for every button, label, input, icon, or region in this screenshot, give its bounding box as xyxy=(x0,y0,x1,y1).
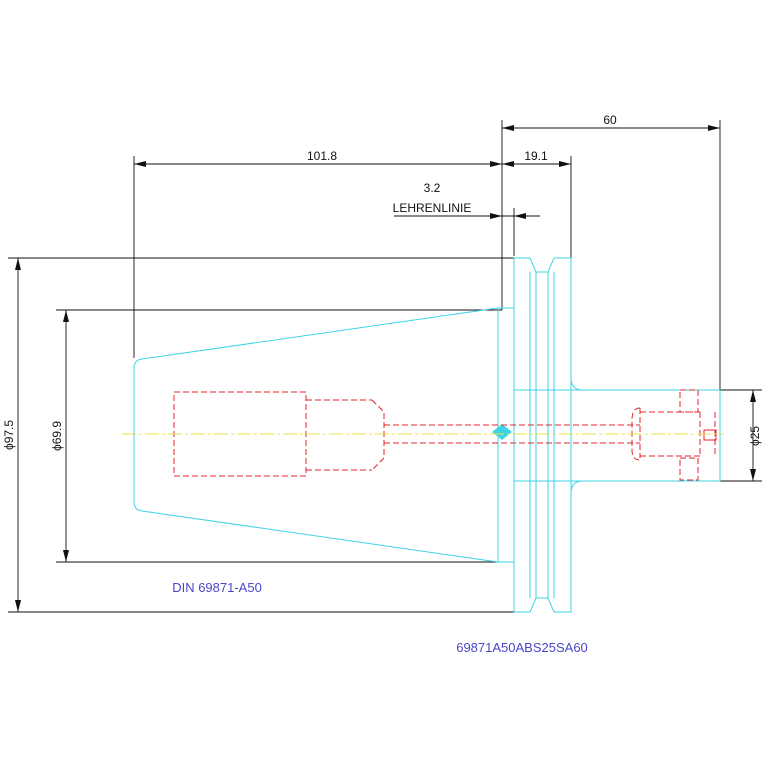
part-outline xyxy=(133,257,721,613)
gauge-marker xyxy=(492,424,512,440)
gauge-line-label: LEHRENLINIE xyxy=(393,201,472,215)
part-number-label: 69871A50ABS25SA60 xyxy=(456,640,588,655)
shank-end-detail xyxy=(703,429,717,441)
dim-diameter-97-5: ϕ97.5 xyxy=(2,420,16,450)
dim-length-19-1: 19.1 xyxy=(524,149,548,163)
dim-diameter-25: ϕ25 xyxy=(748,426,762,446)
dimension-lines xyxy=(8,120,762,613)
dim-length-60: 60 xyxy=(603,113,617,127)
standard-label: DIN 69871-A50 xyxy=(172,580,262,595)
dim-offset-3-2: 3.2 xyxy=(424,181,441,195)
dim-diameter-69-9: ϕ69.9 xyxy=(50,421,64,451)
dimension-arrows xyxy=(15,125,756,612)
dim-length-101-8: 101.8 xyxy=(307,149,337,163)
hidden-lines xyxy=(173,389,716,481)
